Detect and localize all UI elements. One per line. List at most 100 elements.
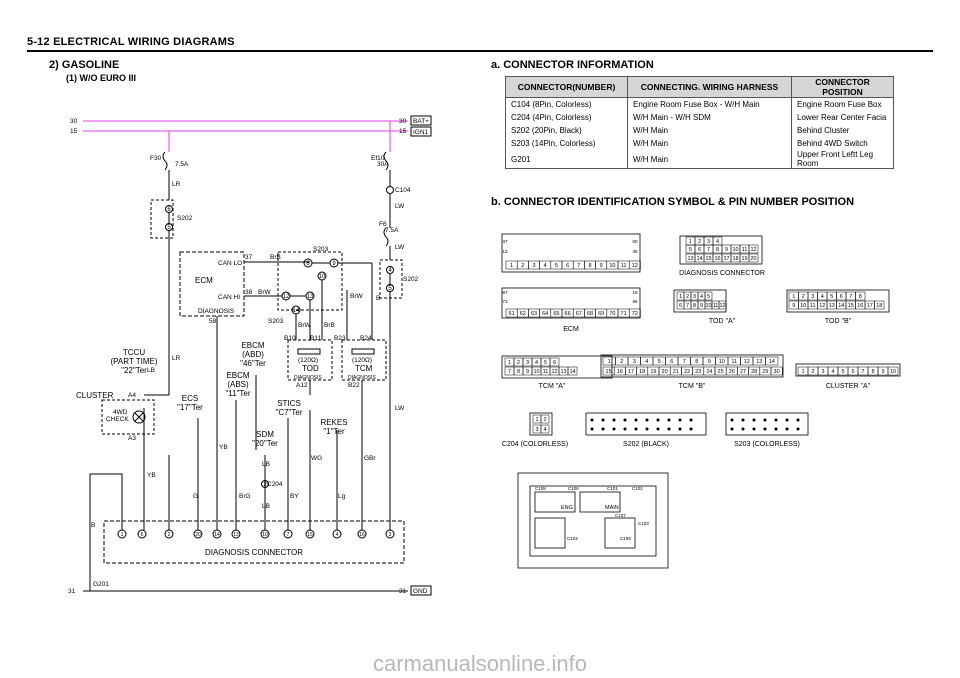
tcm-b-pin: 19 [650, 369, 656, 375]
col-connector: CONNECTOR(NUMBER) [505, 76, 628, 98]
connector-info-title: a. CONNECTOR INFORMATION [491, 59, 654, 71]
watermark: carmanualsonline.info [372, 651, 588, 676]
pin-number: A4 [128, 392, 136, 399]
subsection-title: (1) W/O EURO III [66, 73, 137, 83]
rail-label: 31 [399, 588, 407, 595]
tod-b-pin: 15 [848, 303, 854, 309]
cluster-a-pin: 7 [861, 369, 864, 375]
connector-label: C204 [267, 481, 283, 488]
diag-pin: 9 [725, 247, 728, 253]
s203-connector [725, 412, 809, 436]
s202-pin [601, 418, 605, 422]
table-cell: Upper Front Leftt Leg Room [791, 150, 894, 169]
tcm-a-pin: 7 [508, 369, 511, 375]
wire-label: BrW [350, 293, 364, 300]
diag-pin [117, 529, 127, 539]
tod-a-pin: 2 [686, 294, 689, 300]
s202-pin [689, 427, 693, 431]
s202-right-box [379, 259, 403, 299]
table-header-row: CONNECTOR(NUMBER) CONNECTING. WIRING HAR… [505, 76, 894, 98]
s202-pin [667, 418, 671, 422]
tod-a-pin: 3 [693, 294, 696, 300]
module-label: "C7"Ter [275, 408, 302, 417]
tod-b-connector [786, 289, 890, 313]
cluster-a-label: CLUSTER "A" [826, 383, 871, 390]
table-cell: Behind Cluster [791, 124, 894, 137]
tod-b-pin: 12 [819, 303, 825, 309]
diag-pin: 16 [714, 256, 720, 262]
s202-pin [590, 418, 594, 422]
wire-label: G [193, 493, 198, 500]
ecm-cell [628, 260, 641, 270]
tod-a-cell [704, 291, 713, 301]
tod-b-pin: 6 [840, 294, 843, 300]
connector-id-title: b. CONNECTOR IDENTIFICATION SYMBOL & PIN… [491, 196, 855, 208]
s202-pin [689, 418, 693, 422]
tod-b-pin: 2 [802, 294, 805, 300]
fusebox-text: C105 [620, 536, 631, 541]
s202-pin [667, 427, 671, 431]
cluster-label: CLUSTER [76, 391, 114, 400]
diag-pin [385, 529, 395, 539]
s203-pin [741, 418, 745, 422]
tcm-b-pin: 14 [769, 359, 775, 365]
table-row: C204 (4Pin, Colorless)W/H Main - W/H SDM… [505, 111, 894, 124]
tcm-a-pin: 13 [560, 369, 566, 375]
diag-pin-number: 2 [168, 532, 171, 538]
pin-number: 13 [307, 294, 314, 300]
module-label: (ABD) [242, 350, 264, 359]
fusebox-text: C102 [632, 486, 643, 491]
ecm-pin-label: CAN LO [218, 260, 242, 267]
tcm-b-pin: 21 [673, 369, 679, 375]
module-label: TCCU [123, 348, 145, 357]
tcm-a-pin: 9 [526, 369, 529, 375]
pin-number: B22 [348, 382, 360, 389]
tcm-b-pin: 10 [719, 359, 725, 365]
tod-b-pin: 11 [810, 303, 816, 309]
wire-label: LW [395, 405, 405, 412]
tod-b-pin: 4 [821, 294, 824, 300]
ecm-side-pin: 96 [632, 299, 638, 304]
tcm-b-pin: 7 [683, 359, 686, 365]
ecm-pin: 71 [621, 311, 627, 317]
c204-pin: 3 [535, 427, 538, 433]
ecm-pin: 10 [609, 263, 615, 269]
wire-label: B [91, 522, 95, 529]
diag-pin-number: 13 [233, 532, 239, 538]
diag-pin [283, 529, 293, 539]
diagnosis-connector-box [103, 520, 405, 564]
rail-label: 30 [399, 118, 407, 125]
wire-label: LB [262, 503, 270, 510]
diag-pin [305, 529, 315, 539]
tcm-ohm: (120Ω) [352, 357, 372, 364]
tcm-b-pin: 4 [645, 359, 648, 365]
tcm-b-pin: 16 [617, 369, 623, 375]
s202-connector [585, 412, 707, 436]
ecm-pin: 72 [632, 311, 638, 317]
tcm-a-pin: 4 [535, 360, 538, 366]
pin-number: 9 [332, 261, 336, 267]
table-row: C104 (8Pin, Colorless)Engine Room Fuse B… [505, 97, 894, 111]
ecm-conn-label: ECM [563, 326, 579, 333]
fuse-amp: 7.5A [385, 227, 399, 234]
tod-a-cell [718, 300, 727, 310]
pin-number: B11 [310, 335, 321, 342]
tod-b-pin: 5 [830, 294, 833, 300]
diag-pin: 20 [750, 256, 756, 262]
diag-pin: 6 [698, 247, 701, 253]
wire-label: BY [290, 493, 299, 500]
table-cell: Behind 4WD Switch [791, 137, 894, 150]
s203-pin [752, 418, 756, 422]
fusebox-text: ENG [561, 505, 573, 511]
tcm-b-pin: 15 [606, 369, 612, 375]
diag-pin: 12 [750, 247, 756, 253]
module-label: SDM [256, 430, 274, 439]
tcm-a-pin: 5 [544, 360, 547, 366]
tcm-b-connector [600, 354, 784, 378]
wire-label: BrW [298, 322, 312, 329]
tod-a-pin: 6 [679, 303, 682, 309]
diag-pin [137, 529, 147, 539]
cluster-text: 4WD [113, 409, 128, 416]
diag-pin [231, 529, 241, 539]
tcm-a-pin: 3 [526, 360, 529, 366]
